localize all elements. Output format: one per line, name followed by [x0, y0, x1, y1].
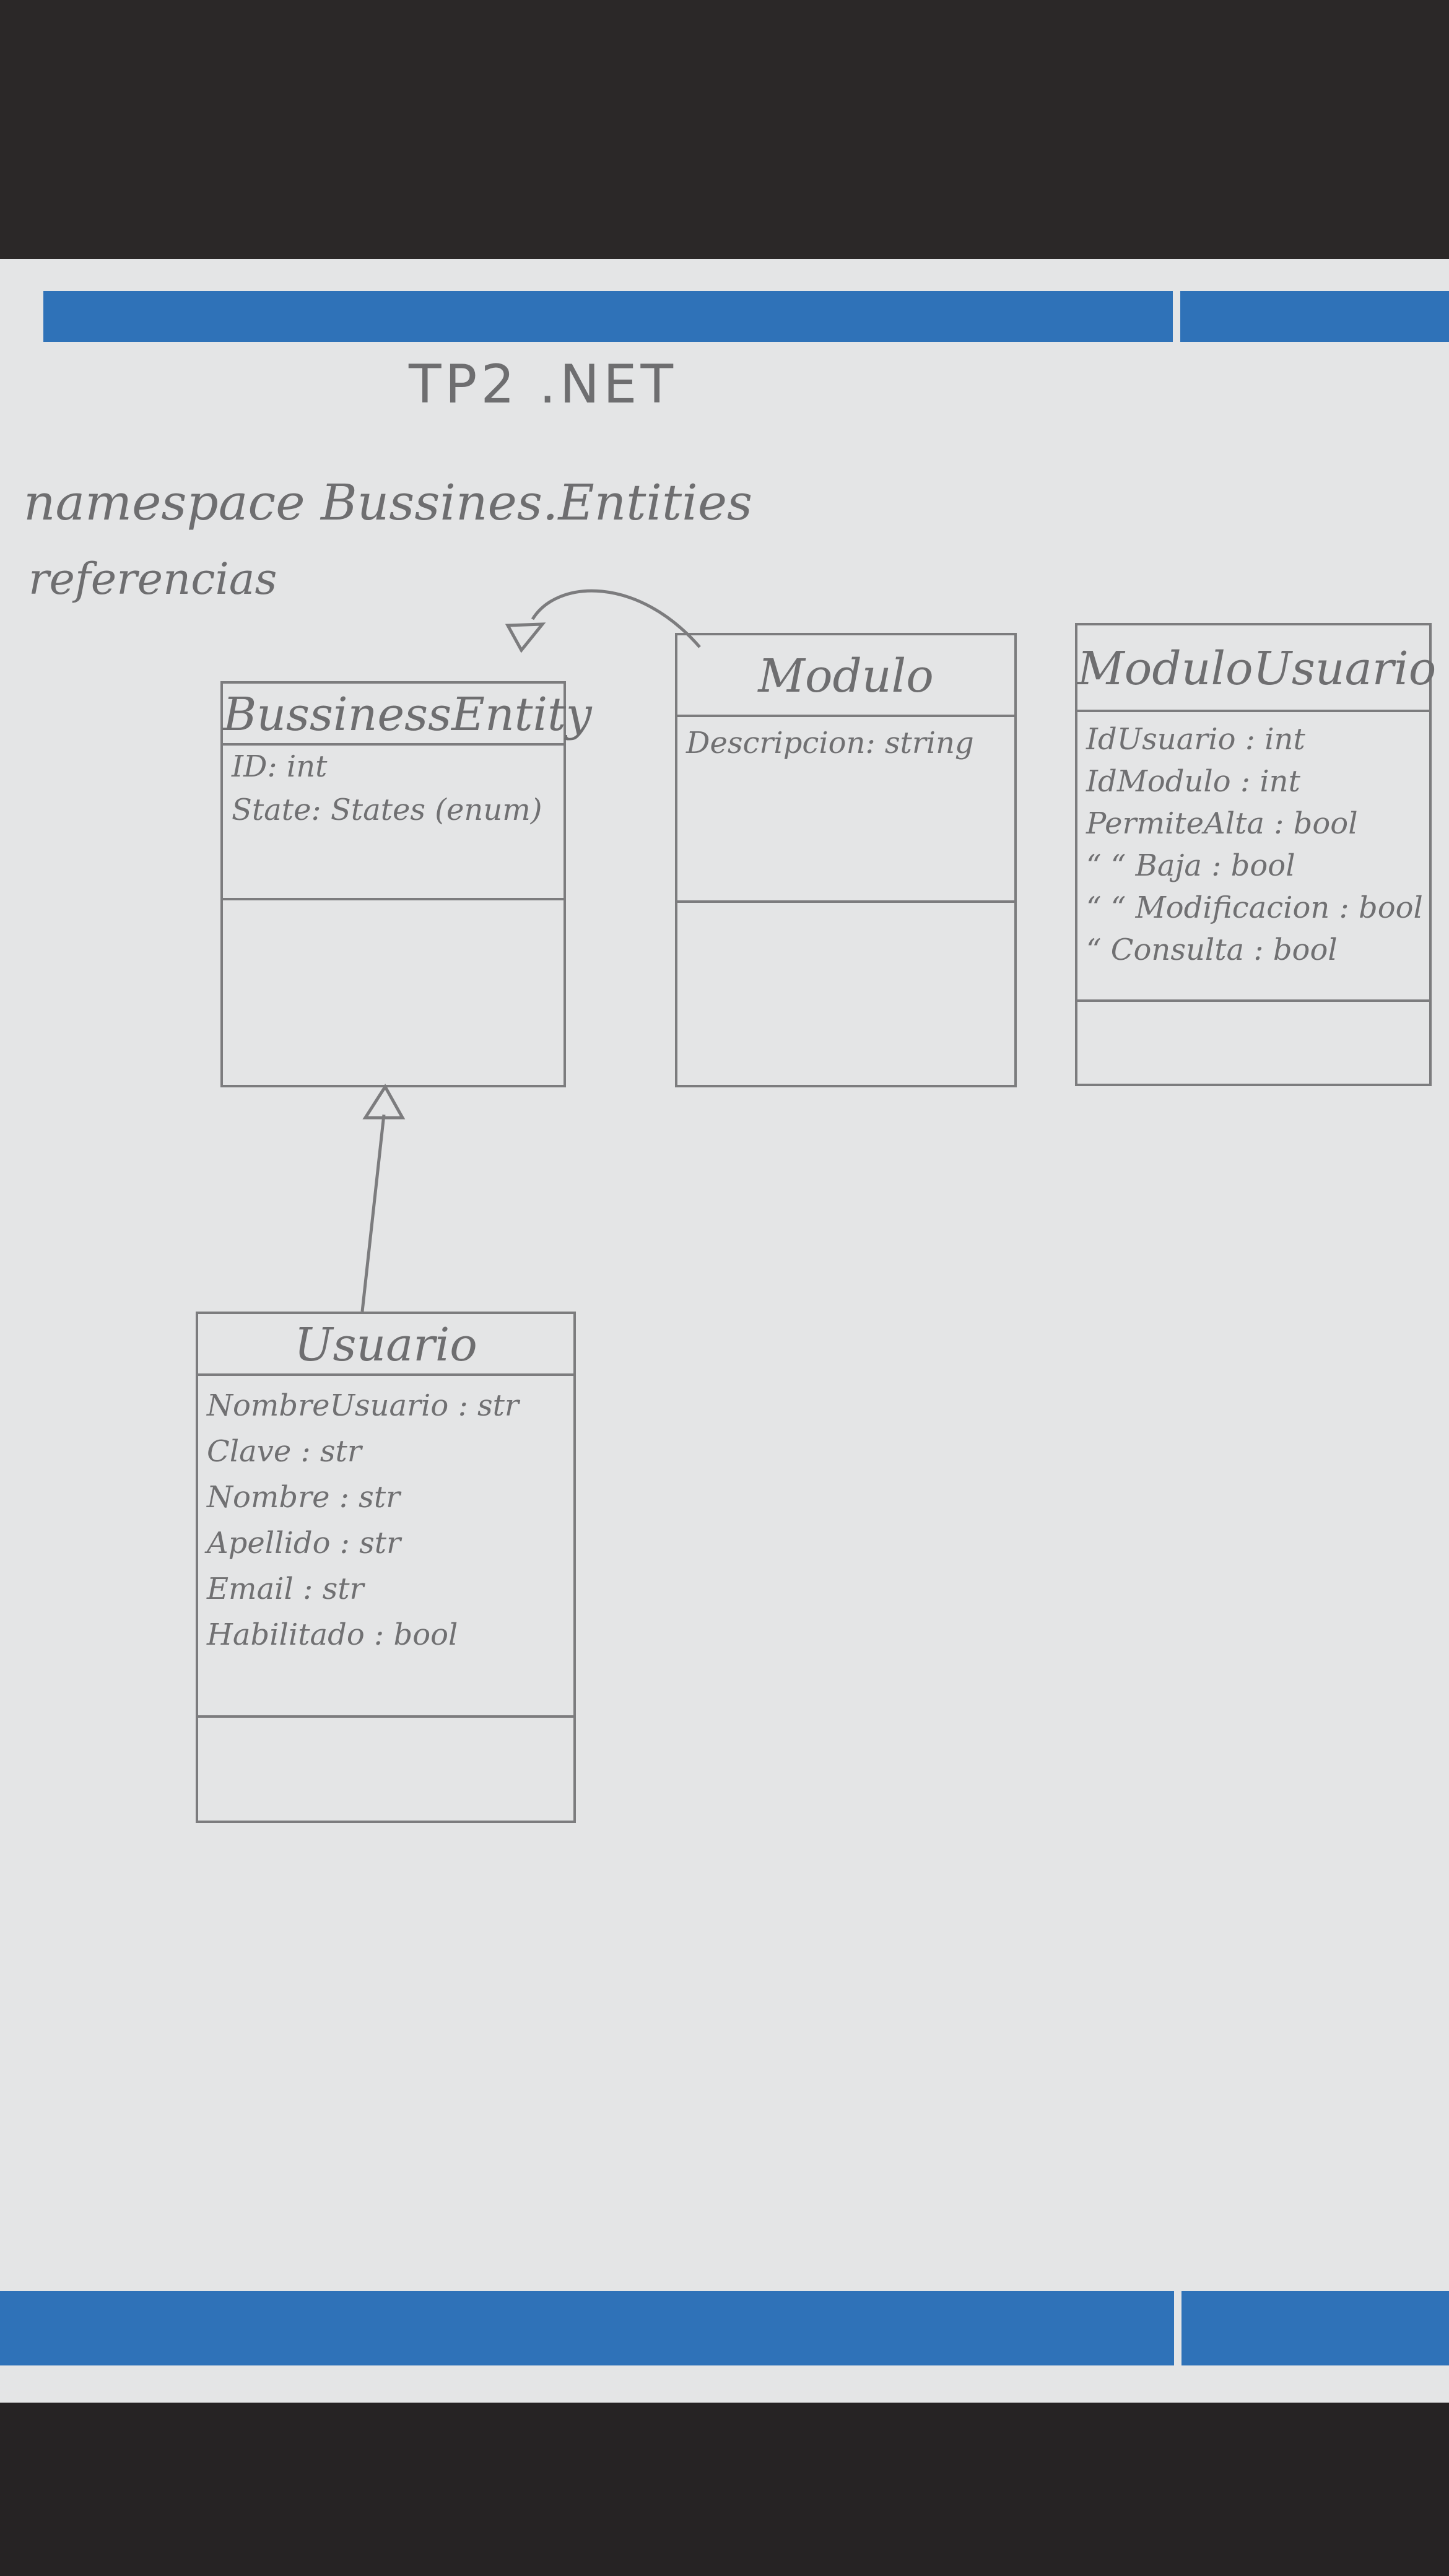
desk-background-bottom: [0, 2403, 1449, 2576]
class-usuario-name: Usuario: [198, 1314, 573, 1376]
usuario-attr-email: Email : str: [207, 1572, 364, 1606]
top-blue-stripe: [43, 291, 1449, 342]
class-usuario: Usuario NombreUsuario : str Clave : str …: [196, 1312, 576, 1823]
class-business-entity-name: BussinessEntity: [223, 684, 592, 746]
usuario-attr-nombreusuario: NombreUsuario : str: [207, 1388, 519, 1423]
bottom-stripe-gap: [1174, 2291, 1181, 2365]
class-modulo-usuario: ModuloUsuario IdUsuario : int IdModulo :…: [1075, 623, 1436, 1086]
modulo-usuario-attr-modificacion: “ “ Modificacion : bool: [1086, 890, 1423, 925]
modulo-usuario-attr-permitealta: PermiteAlta : bool: [1086, 806, 1358, 841]
usuario-to-entity-arrowhead: [362, 1084, 406, 1120]
usuario-attr-nombre: Nombre : str: [207, 1480, 401, 1515]
class-modulo: Modulo Descripcion: string: [675, 633, 1017, 1087]
paper-sheet: [0, 259, 1449, 2403]
usuario-attr-apellido: Apellido : str: [207, 1526, 401, 1560]
usuario-attr-habilitado: Habilitado : bool: [207, 1617, 458, 1652]
business-entity-operations-separator: [223, 898, 564, 900]
class-business-entity: BussinessEntity ID: int State: States (e…: [220, 681, 592, 1087]
class-modulo-name: Modulo: [677, 635, 1014, 717]
business-entity-attr-state: State: States (enum): [232, 793, 542, 827]
modulo-to-entity-arrowhead: [505, 622, 546, 653]
modulo-usuario-attr-idusuario: IdUsuario : int: [1086, 722, 1305, 757]
references-label: referencias: [28, 554, 277, 604]
class-modulo-usuario-name: ModuloUsuario: [1077, 625, 1436, 712]
modulo-usuario-attr-consulta: “ Consulta : bool: [1086, 933, 1338, 967]
usuario-to-entity-arrow-line: [360, 1114, 386, 1312]
modulo-usuario-attr-idmodulo: IdModulo : int: [1086, 764, 1300, 799]
business-entity-attr-id: ID: int: [232, 749, 328, 784]
top-stripe-gap: [1173, 291, 1180, 342]
modulo-usuario-attr-baja: “ “ Baja : bool: [1086, 848, 1295, 883]
modulo-operations-separator: [677, 900, 1014, 903]
modulo-attr-descripcion: Descripcion: string: [686, 726, 974, 760]
usuario-operations-separator: [198, 1715, 573, 1718]
bottom-blue-stripe: [0, 2291, 1449, 2365]
usuario-attr-clave: Clave : str: [207, 1434, 362, 1469]
modulo-to-entity-arrow-line: [531, 589, 701, 648]
diagram-title: TP2 .NET: [409, 354, 677, 416]
namespace-label: namespace Bussines.Entities: [24, 474, 753, 531]
modulo-usuario-operations-separator: [1077, 999, 1429, 1002]
